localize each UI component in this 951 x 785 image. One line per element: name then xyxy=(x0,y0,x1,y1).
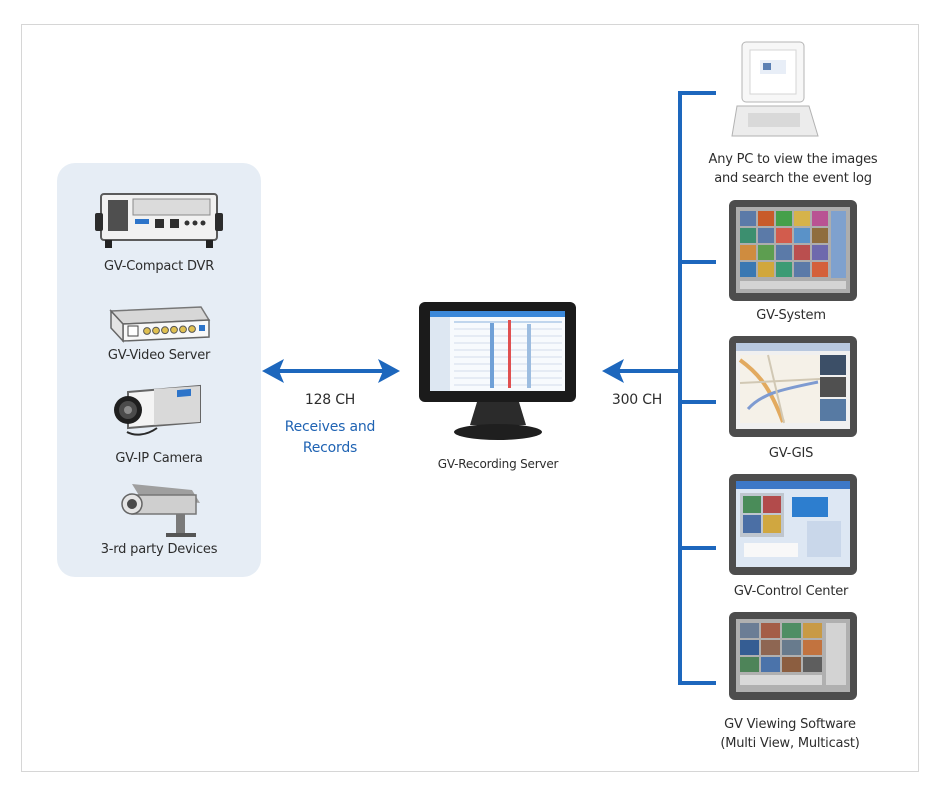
branch-control-center xyxy=(678,546,716,550)
system-monitor-icon xyxy=(729,200,857,301)
any-pc-icon-wrapper xyxy=(730,38,820,142)
branch-pc xyxy=(678,91,716,95)
left-device-video-server xyxy=(57,303,261,345)
gv-system-icon-wrapper xyxy=(728,199,858,303)
third-party-label: 3-rd party Devices xyxy=(100,542,218,557)
left-device-ip-camera xyxy=(57,378,261,438)
right-inbound-arrow xyxy=(602,358,680,384)
left-channel-count: 128 CH xyxy=(304,392,356,408)
gv-control-center-icon-wrapper xyxy=(728,473,858,577)
branch-system xyxy=(678,260,716,264)
ip-camera-icon xyxy=(114,384,201,436)
right-channel-count: 300 CH xyxy=(611,392,663,408)
gv-viewing-software-label-line-1: GV Viewing Software xyxy=(724,717,856,732)
left-device-third-party xyxy=(57,478,261,538)
receives-records-line-1: Receives and xyxy=(284,419,376,435)
left-bidirectional-arrow xyxy=(262,358,400,384)
control-center-monitor-icon xyxy=(729,474,857,575)
any-pc-label-line-2: and search the event log xyxy=(714,171,872,186)
receives-records-line-2: Records xyxy=(302,440,358,456)
ip-camera-label: GV-IP Camera xyxy=(115,451,203,466)
any-pc-label-line-1: Any PC to view the images xyxy=(708,152,878,167)
server-label: GV-Recording Server xyxy=(437,457,559,471)
gv-gis-label: GV-GIS xyxy=(768,446,814,461)
branch-gis xyxy=(678,400,716,404)
gv-control-center-label: GV-Control Center xyxy=(733,584,849,599)
gv-viewing-software-label-line-2: (Multi View, Multicast) xyxy=(720,736,860,751)
video-server-label: GV-Video Server xyxy=(107,348,211,363)
recording-server xyxy=(414,300,582,446)
gv-system-label: GV-System xyxy=(756,308,826,323)
branch-viewing-software xyxy=(678,681,716,685)
pc-icon xyxy=(731,41,819,137)
gv-viewing-software-icon-wrapper xyxy=(728,611,858,702)
monitor-icon xyxy=(419,302,576,440)
right-bus-line xyxy=(678,91,682,685)
dvr-label: GV-Compact DVR xyxy=(103,259,215,274)
video-server-icon xyxy=(109,306,211,343)
dvr-icon xyxy=(95,193,223,248)
third-party-camera-icon xyxy=(121,484,200,537)
gv-gis-icon-wrapper xyxy=(728,335,858,439)
viewing-software-monitor-icon xyxy=(729,612,857,700)
gis-monitor-icon xyxy=(729,336,857,437)
left-device-dvr xyxy=(57,188,261,252)
